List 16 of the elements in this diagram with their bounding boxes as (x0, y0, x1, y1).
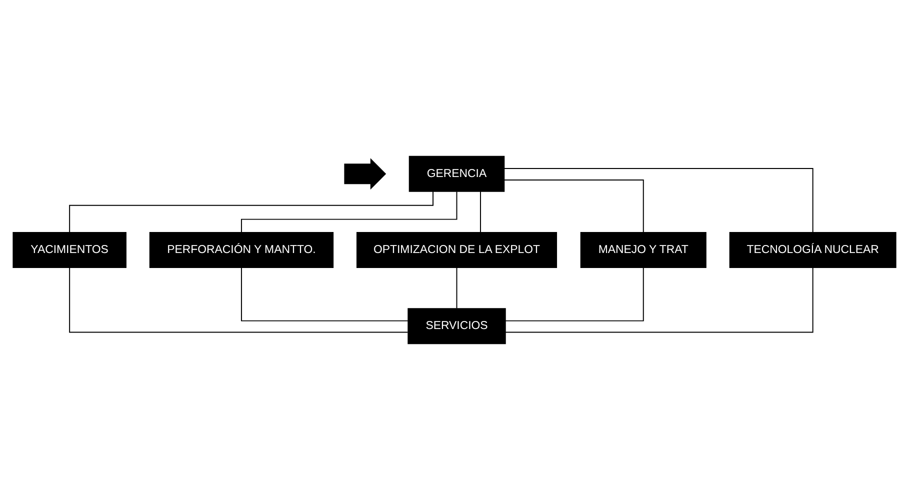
connector (69, 267, 408, 333)
node-box: MANEJO Y TRAT (580, 232, 706, 268)
node-box: OPTIMIZACION DE LA EXPLOT (356, 232, 558, 268)
connector (456, 267, 458, 309)
node-box: GERENCIA (408, 156, 505, 192)
connector (240, 267, 408, 322)
connector (504, 180, 644, 233)
node-box: YACIMIENTOS (12, 232, 126, 268)
connector (505, 267, 814, 333)
connector (504, 168, 814, 233)
node-arrow (344, 158, 386, 190)
node-box: PERFORACIÓN Y MANTTO. (149, 232, 334, 268)
connector (480, 191, 481, 233)
connector (505, 267, 644, 322)
node-box: TECNOLOGÍA NUCLEAR (729, 232, 896, 268)
node-box: SERVICIOS (408, 308, 506, 344)
